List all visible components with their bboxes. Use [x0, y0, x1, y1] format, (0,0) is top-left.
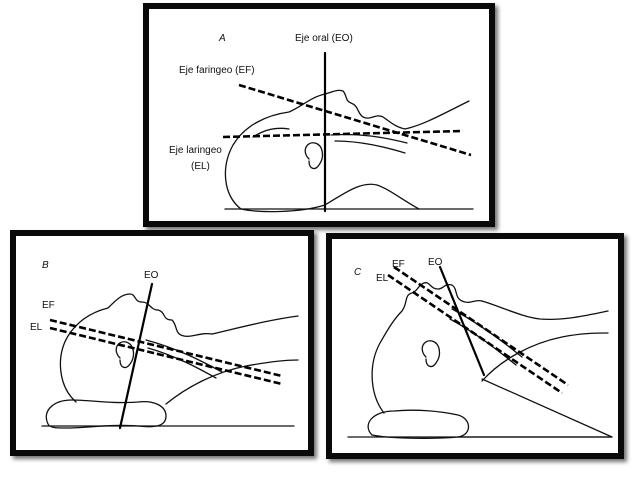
label-oral-axis: EO	[428, 257, 443, 268]
label-pharyngeal-axis: Eje faringeo (EF)	[179, 65, 255, 76]
label-pharyngeal-axis: EF	[42, 300, 55, 311]
panel-b-drawing: B EO EF EL	[30, 260, 299, 430]
panel-c: C EF EO EL	[326, 233, 624, 459]
panel-a-drawing: A Eje oral (EO) Eje faringeo (EF) Eje la…	[169, 33, 474, 213]
oral-axis-line	[118, 282, 154, 430]
panel-a-letter: A	[218, 33, 226, 44]
shoulder-wedge	[457, 378, 613, 438]
neck-outline	[211, 315, 299, 335]
pharyngeal-axis-line	[238, 83, 472, 157]
pharyngeal-axis-line	[393, 265, 569, 387]
shoulder-outline	[324, 183, 420, 210]
pillow	[367, 409, 470, 439]
label-laryngeal-axis-2: (EL)	[191, 161, 210, 172]
ear	[421, 340, 441, 368]
pharyngeal-axis-line	[49, 318, 283, 378]
label-laryngeal-axis: EL	[30, 322, 43, 333]
panel-b: B EO EF EL	[10, 230, 314, 456]
label-oral-axis: Eje oral (EO)	[295, 33, 353, 44]
label-laryngeal-axis: EL	[376, 273, 389, 284]
ear	[304, 142, 324, 170]
label-laryngeal-axis-1: Eje laringeo	[169, 145, 222, 156]
laryngeal-axis-line	[49, 326, 283, 386]
airway-line-2	[147, 347, 217, 379]
neck-outline	[404, 100, 470, 130]
head-outline	[224, 89, 406, 210]
panel-c-drawing: C EF EO EL	[347, 257, 613, 439]
oral-axis-line	[438, 265, 486, 377]
occiput-outline	[240, 204, 326, 213]
label-pharyngeal-axis: EF	[392, 259, 405, 270]
shoulder-outline	[481, 332, 609, 382]
laryngeal-axis-line	[387, 273, 563, 395]
ear	[115, 341, 135, 369]
airway-line-1	[451, 308, 523, 358]
label-oral-axis: EO	[144, 270, 159, 281]
panel-c-letter: C	[354, 267, 362, 278]
head-outline	[59, 293, 213, 403]
neck-outline	[481, 300, 609, 321]
panel-a: A Eje oral (EO) Eje faringeo (EF) Eje la…	[143, 3, 495, 227]
head-outline	[371, 282, 483, 414]
laryngeal-axis-line	[222, 129, 464, 139]
pillow	[45, 399, 167, 429]
airway-line-2	[334, 140, 406, 154]
panel-b-letter: B	[42, 260, 49, 271]
